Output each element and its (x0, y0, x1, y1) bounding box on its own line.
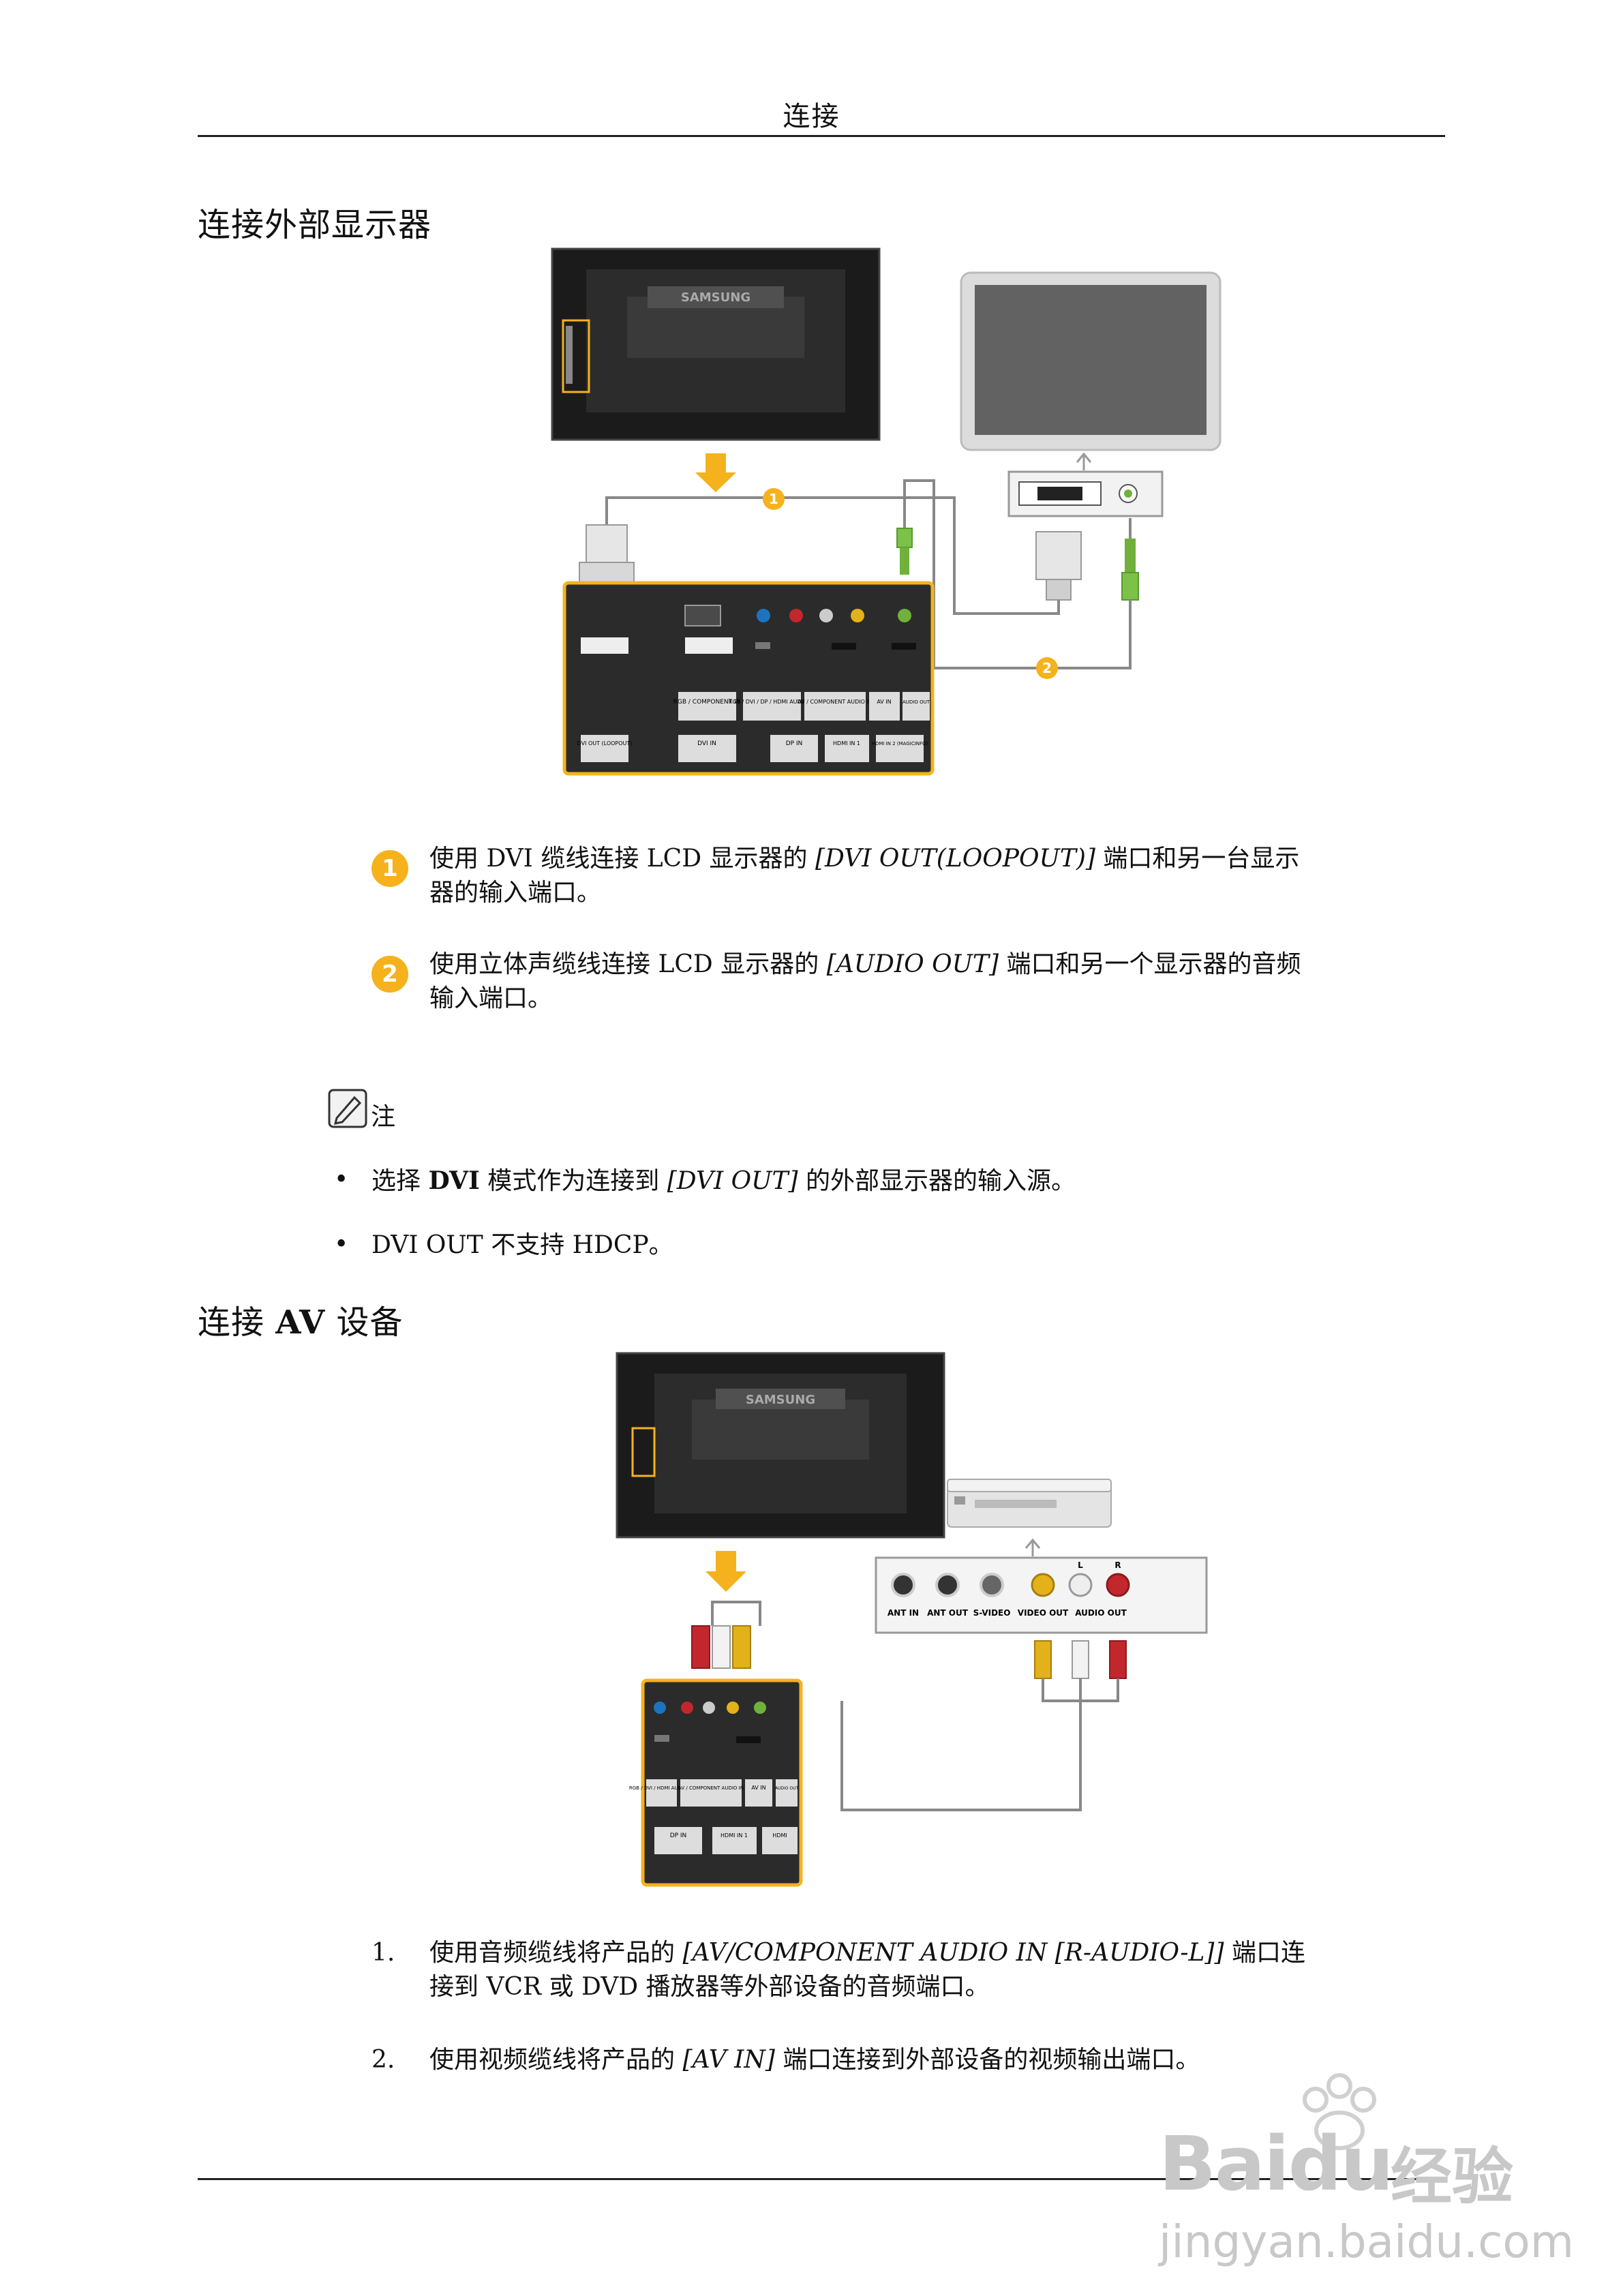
port-label-av-in: AV IN (877, 699, 891, 705)
port2-label-dp-in: DP IN (670, 1832, 687, 1839)
lcd-port-panel: RGB / COMPONENT IN RGB / DVI / DP / HDMI… (562, 581, 935, 776)
figure-av-device-connection: SAMSUNG L R ANT IN ANT OUT S-VIDEO VIDEO… (616, 1352, 1208, 1887)
step1-text: 使用 DVI 缆线连接 LCD 显示器的 [DVI OUT(LOOPOUT)] … (429, 845, 1300, 907)
port-label-hdmi2: HDMI IN 2 (MAGICINFO) (872, 741, 928, 746)
port-label-av-component: AV / COMPONENT AUDIO IN (798, 699, 873, 705)
note-bullet-1: 选择 DVI 模式作为连接到 [DVI OUT] 的外部显示器的输入源。 (371, 1166, 1076, 1195)
audio-cable (903, 479, 1132, 669)
footer-rule (198, 2178, 1445, 2180)
av-cable (840, 1678, 1119, 1811)
vcr-port-panel: L R ANT IN ANT OUT S-VIDEO VIDEO OUT AUD… (875, 1556, 1208, 1634)
paw-logo-icon (1303, 2073, 1376, 2150)
port2-label-rgb-dvi: RGB / DVI / HDMI AUDIO IN (629, 1785, 693, 1791)
vcr-label-r: R (1114, 1560, 1121, 1570)
monitor-port-plate (1007, 470, 1164, 517)
vcr-device (947, 1479, 1112, 1528)
lcd-back-panel: SAMSUNG (551, 247, 881, 441)
callout-1-text: 1 (769, 491, 778, 507)
rca-plugs-lcd (691, 1625, 751, 1669)
av-step1-text: 使用音频缆线将产品的 [AV/COMPONENT AUDIO IN [R-AUD… (429, 1939, 1305, 2001)
note-bullet-2: DVI OUT 不支持 HDCP。 (371, 1231, 673, 1259)
av-step2-number: 2. (371, 2046, 395, 2074)
down-arrow-icon (695, 453, 736, 492)
port-label-dp-in: DP IN (786, 740, 803, 747)
port-label-rgb-dvi: RGB / DVI / DP / HDMI AUDIO IN (729, 699, 815, 705)
stereo-plug-lcd (896, 528, 913, 575)
dvi-plug-monitor (1035, 531, 1082, 601)
port2-label-audio-out: AUDIO OUT (775, 1786, 799, 1791)
callout-2-badge (1036, 657, 1058, 679)
port2-label-av-in: AV IN (751, 1785, 765, 1791)
rca-cable-top (711, 1601, 761, 1626)
watermark-cn: 经验 (1391, 2141, 1513, 2213)
port-label-audio-out: AUDIO OUT (902, 699, 930, 705)
figure-external-monitor-connection: SAMSUNG 1 2 (551, 247, 1222, 776)
vcr-label-ant-out: ANT OUT (927, 1608, 969, 1618)
step1-badge: 1 (371, 850, 408, 887)
port-label-dvi-in: DVI IN (697, 740, 716, 747)
av-step1-number: 1. (371, 1939, 395, 1967)
vcr-label-audio-out: AUDIO OUT (1075, 1608, 1127, 1618)
up-arrow-icon-2 (1025, 1538, 1041, 1556)
vcr-label-svideo: S-VIDEO (973, 1608, 1011, 1618)
port-label-hdmi1: HDMI IN 1 (833, 740, 860, 746)
header-rule (198, 135, 1445, 137)
lcd-brand-text-2: SAMSUNG (746, 1393, 815, 1407)
port-label-rgb: RGB / COMPONENT IN (673, 699, 741, 706)
section1-title: 连接外部显示器 (198, 206, 432, 244)
page-header-title: 连接 (783, 101, 840, 132)
lcd-back-panel-2: SAMSUNG (616, 1352, 945, 1539)
bullet-dot-2: • (334, 1230, 349, 1258)
rca-plugs-vcr (1034, 1640, 1127, 1679)
dvi-plug-lcd (579, 524, 635, 588)
stereo-plug-monitor (1121, 518, 1139, 601)
vcr-label-l: L (1078, 1560, 1083, 1570)
vcr-label-ant-in: ANT IN (888, 1608, 919, 1618)
note-label: 注 (371, 1103, 396, 1131)
port2-label-av-component: AV / COMPONENT AUDIO IN (678, 1785, 744, 1791)
av-step2-text: 使用视频缆线将产品的 [AV IN] 端口连接到外部设备的视频输出端口。 (429, 2046, 1200, 2074)
watermark-url: jingyan.baidu.com (1159, 2216, 1575, 2268)
bullet-dot-1: • (334, 1166, 349, 1194)
port2-label-hdmi1: HDMI IN 1 (721, 1832, 748, 1839)
watermark-brand: Baidu (1159, 2120, 1394, 2207)
cable-merge (1042, 1678, 1082, 1702)
dvi-cable (605, 496, 1060, 615)
step2-text: 使用立体声缆线连接 LCD 显示器的 [AUDIO OUT] 端口和另一个显示器… (429, 950, 1301, 1012)
note-icon (328, 1089, 367, 1128)
port-highlight-box (562, 319, 590, 393)
step2-badge: 2 (371, 956, 408, 993)
vcr-label-video-out: VIDEO OUT (1018, 1608, 1069, 1618)
callout-1-badge (763, 488, 785, 510)
lcd-brand-text: SAMSUNG (681, 290, 750, 305)
port2-label-hdmi: HDMI (772, 1832, 787, 1839)
port-label-dvi-out: DVI OUT (LOOPOUT) (577, 740, 633, 746)
section2-title: 连接 AV 设备 (198, 1303, 404, 1342)
down-arrow-icon-2 (706, 1551, 746, 1592)
callout-2-text: 2 (1042, 660, 1052, 676)
external-monitor (960, 271, 1222, 451)
up-arrow-icon (1076, 452, 1092, 470)
lcd-port-panel-2: RGB / DVI / HDMI AUDIO IN AV / COMPONENT… (629, 1678, 803, 1887)
